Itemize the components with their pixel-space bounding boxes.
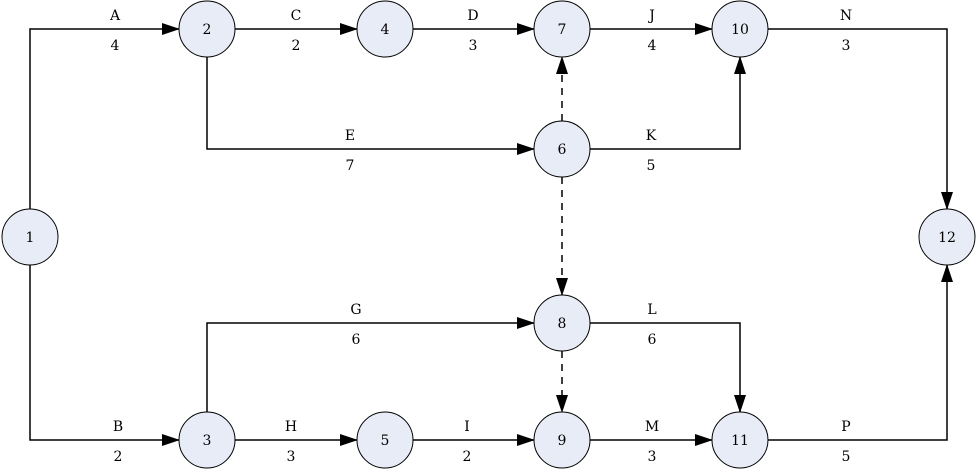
activity-name-label: J: [647, 8, 655, 24]
activity-arrow-p: [768, 264, 953, 441]
event-node-circle: [356, 411, 414, 469]
event-node-label: 3: [203, 433, 212, 449]
activity-arrow-n: [768, 28, 953, 210]
activity-arrow-a: [29, 23, 180, 209]
event-node-label: 10: [731, 22, 749, 38]
event-node-circle: [533, 120, 591, 178]
event-node-circle: [711, 0, 769, 58]
event-node-circle: [533, 294, 591, 352]
event-node-label: 1: [26, 230, 35, 246]
event-node-label: 11: [731, 433, 749, 449]
activity-arrow-e: [206, 57, 535, 155]
event-node-3: 3: [178, 411, 236, 469]
event-node-2: 2: [178, 0, 236, 58]
activity-name-label: A: [109, 8, 121, 24]
activity-duration-label: 3: [469, 38, 478, 54]
event-node-4: 4: [356, 0, 414, 58]
activity-name-label: G: [350, 302, 361, 318]
activity-name-label: P: [841, 419, 850, 435]
activity-duration-label: 5: [647, 158, 656, 174]
activity-duration-label: 4: [111, 38, 120, 54]
activity-duration-label: 3: [842, 38, 851, 54]
event-node-9: 9: [533, 411, 591, 469]
activity-name-label: C: [291, 8, 302, 24]
activity-name-label: L: [647, 302, 656, 318]
activity-name-label: D: [467, 8, 478, 24]
event-node-label: 12: [938, 230, 956, 246]
activity-arrow-g: [206, 317, 535, 412]
activity-duration-label: 5: [842, 449, 851, 465]
event-node-circle: [711, 411, 769, 469]
event-node-label: 8: [558, 316, 567, 332]
activity-duration-label: 2: [292, 38, 301, 54]
event-node-circle: [918, 208, 976, 266]
activity-name-label: H: [285, 419, 297, 435]
event-node-label: 2: [203, 22, 212, 38]
event-node-10: 10: [711, 0, 769, 58]
event-node-label: 4: [381, 22, 390, 38]
event-node-11: 11: [711, 411, 769, 469]
activity-arrow-l: [590, 322, 746, 413]
activity-name-label: B: [113, 419, 123, 435]
event-node-circle: [178, 0, 236, 58]
activity-duration-label: 4: [648, 38, 657, 54]
event-node-circle: [356, 0, 414, 58]
activity-duration-label: 2: [114, 449, 123, 465]
activity-name-label: I: [464, 419, 470, 435]
activity-name-label: K: [646, 128, 657, 144]
event-node-label: 6: [558, 142, 567, 158]
activity-name-label: M: [645, 419, 659, 435]
activity-name-label: N: [840, 8, 852, 24]
event-node-label: 7: [558, 22, 567, 38]
event-node-8: 8: [533, 294, 591, 352]
event-node-5: 5: [356, 411, 414, 469]
event-node-circle: [533, 411, 591, 469]
event-node-circle: [533, 0, 591, 58]
event-node-label: 5: [381, 433, 390, 449]
event-node-7: 7: [533, 0, 591, 58]
event-node-6: 6: [533, 120, 591, 178]
activity-name-label: E: [345, 128, 355, 144]
activity-duration-label: 7: [346, 158, 355, 174]
event-node-1: 1: [1, 208, 59, 266]
event-node-circle: [1, 208, 59, 266]
activity-arrow-k: [590, 56, 746, 150]
activity-duration-label: 3: [648, 449, 657, 465]
activity-duration-label: 3: [287, 449, 296, 465]
activity-arrow-b: [29, 265, 180, 446]
event-node-label: 9: [558, 433, 567, 449]
event-node-12: 12: [918, 208, 976, 266]
activity-arrows: [29, 23, 953, 446]
activity-duration-label: 2: [463, 449, 472, 465]
event-node-circle: [178, 411, 236, 469]
activity-duration-label: 6: [352, 332, 361, 348]
activity-duration-label: 6: [648, 332, 657, 348]
